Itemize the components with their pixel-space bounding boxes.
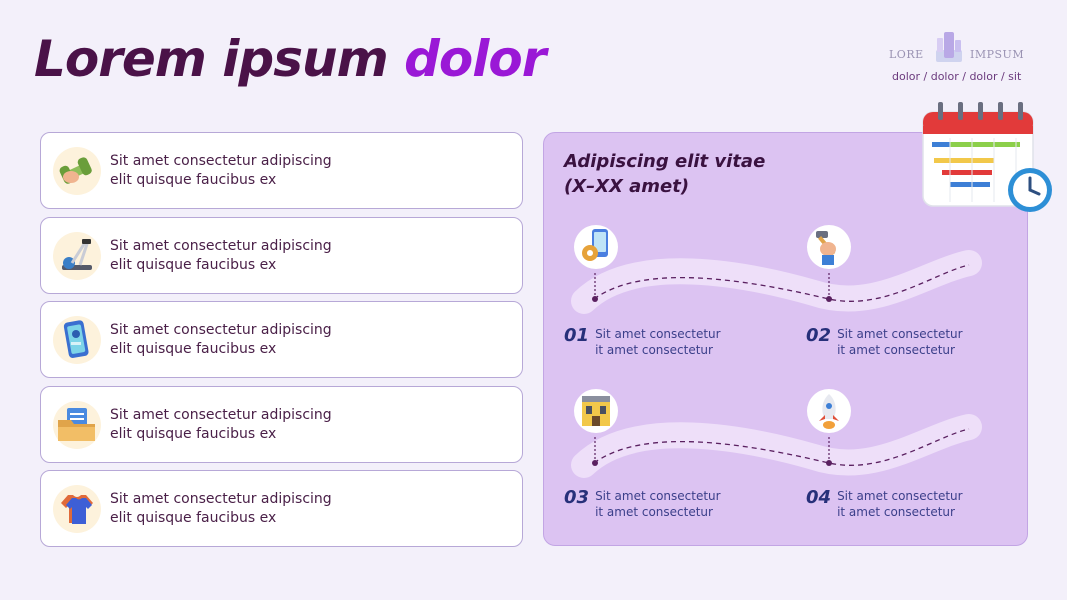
- card-list: Sit amet consectetur adipiscing elit quis…: [40, 132, 523, 555]
- title-main: Lorem ipsum: [34, 30, 405, 88]
- card-text-line2: elit quisque faucibus ex: [110, 425, 277, 442]
- page-title: Lorem ipsum dolor: [34, 30, 546, 88]
- phone-settings-icon: [574, 225, 618, 269]
- road-path-bottom: [571, 414, 982, 478]
- step-04: 04 Sit amet consectetur it amet consectet…: [806, 488, 963, 520]
- building-icon: [574, 389, 618, 433]
- step-text-line1: Sit amet consectetur: [595, 327, 721, 341]
- smartphone-icon: [53, 316, 101, 364]
- step-02: 02 Sit amet consectetur it amet consectet…: [806, 326, 963, 358]
- hand-hammer-icon: [807, 225, 851, 269]
- list-item: Sit amet consectetur adipiscing elit quis…: [40, 216, 523, 294]
- logo-right-word: IMPSUM: [970, 48, 1025, 61]
- list-item: Sit amet consectetur adipiscing elit quis…: [40, 470, 523, 547]
- folder-document-icon: [53, 400, 101, 449]
- step-text-line2: it amet consectetur: [595, 505, 713, 519]
- elliptical-trainer-icon: [53, 231, 101, 280]
- title-accent: dolor: [404, 30, 546, 88]
- calendar-clock-icon: [922, 102, 1052, 212]
- road-path-top: [571, 250, 982, 314]
- list-item: Sit amet consectetur adipiscing elit quis…: [40, 132, 523, 209]
- logo-left-word: LORE: [889, 48, 924, 61]
- list-item: Sit amet consectetur adipiscing elit quis…: [40, 385, 523, 463]
- step-number: 01: [564, 325, 590, 346]
- step-number: 04: [806, 487, 832, 508]
- logo-mark-icon: [936, 32, 962, 62]
- card-text-line1: Sit amet consectetur adipiscing: [110, 322, 332, 338]
- timeline-panel: Adipiscing elit vitae (X–XX amet): [543, 132, 1028, 546]
- step-text-line1: Sit amet consectetur: [837, 327, 963, 341]
- panel-title-line2: (X–XX amet): [564, 176, 690, 197]
- step-03: 03 Sit amet consectetur it amet consectet…: [564, 488, 721, 520]
- rocket-icon: [807, 389, 851, 433]
- card-text-line1: Sit amet consectetur adipiscing: [110, 491, 332, 507]
- card-text-line2: elit quisque faucibus ex: [110, 341, 277, 357]
- step-text-line1: Sit amet consectetur: [837, 489, 963, 503]
- logo-tagline: dolor / dolor / dolor / sit: [892, 70, 1022, 83]
- panel-title-line1: Adipiscing elit vitae: [564, 151, 766, 172]
- list-item: Sit amet consectetur adipiscing elit quis…: [40, 301, 523, 378]
- logo: LORE IMPSUM dolor / dolor / dolor / sit: [884, 28, 1024, 88]
- card-text-line1: Sit amet consectetur adipiscing: [110, 153, 332, 169]
- card-text-line1: Sit amet consectetur adipiscing: [110, 406, 332, 423]
- step-text-line2: it amet consectetur: [595, 343, 713, 357]
- card-text-line2: elit quisque faucibus ex: [110, 172, 277, 188]
- step-text-line2: it amet consectetur: [837, 343, 955, 357]
- step-text-line2: it amet consectetur: [837, 505, 955, 519]
- dumbbell-icon: [53, 147, 101, 195]
- card-text-line2: elit quisque faucibus ex: [110, 256, 277, 273]
- panel-title: Adipiscing elit vitae (X–XX amet): [564, 149, 894, 199]
- step-01: 01 Sit amet consectetur it amet consectet…: [564, 326, 721, 358]
- t-shirt-icon: [53, 485, 101, 533]
- card-text-line1: Sit amet consectetur adipiscing: [110, 237, 332, 254]
- step-number: 03: [564, 487, 590, 508]
- card-text-line2: elit quisque faucibus ex: [110, 510, 277, 526]
- step-number: 02: [806, 325, 832, 346]
- step-text-line1: Sit amet consectetur: [595, 489, 721, 503]
